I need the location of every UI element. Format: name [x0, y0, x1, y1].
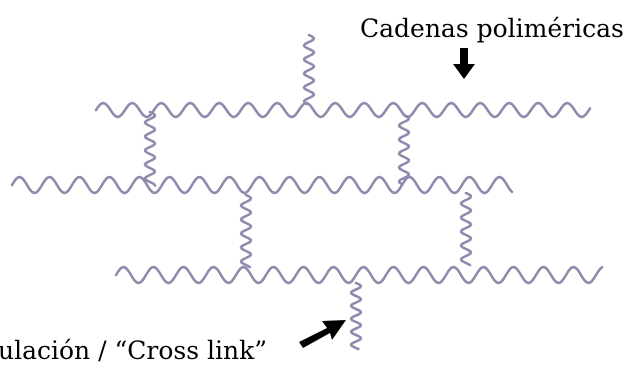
crosslink-left-upper: [143, 110, 157, 187]
polymer-chain-3: [114, 265, 604, 285]
crosslink-center-lower: [239, 193, 253, 269]
polymer-chain-2: [10, 175, 514, 195]
crosslink-bottom: [349, 281, 363, 351]
crosslink-right-lower: [459, 191, 473, 267]
crosslink-top: [302, 33, 316, 106]
crosslink-label: ulación / “Cross link”: [0, 336, 268, 365]
diagonal-arrow-icon: [299, 320, 346, 348]
polymer-chains-label: Cadenas poliméricas: [360, 14, 624, 43]
polymer-chain-1: [94, 101, 592, 119]
crosslink-right-upper: [397, 113, 411, 186]
down-arrow-icon: [453, 48, 475, 79]
